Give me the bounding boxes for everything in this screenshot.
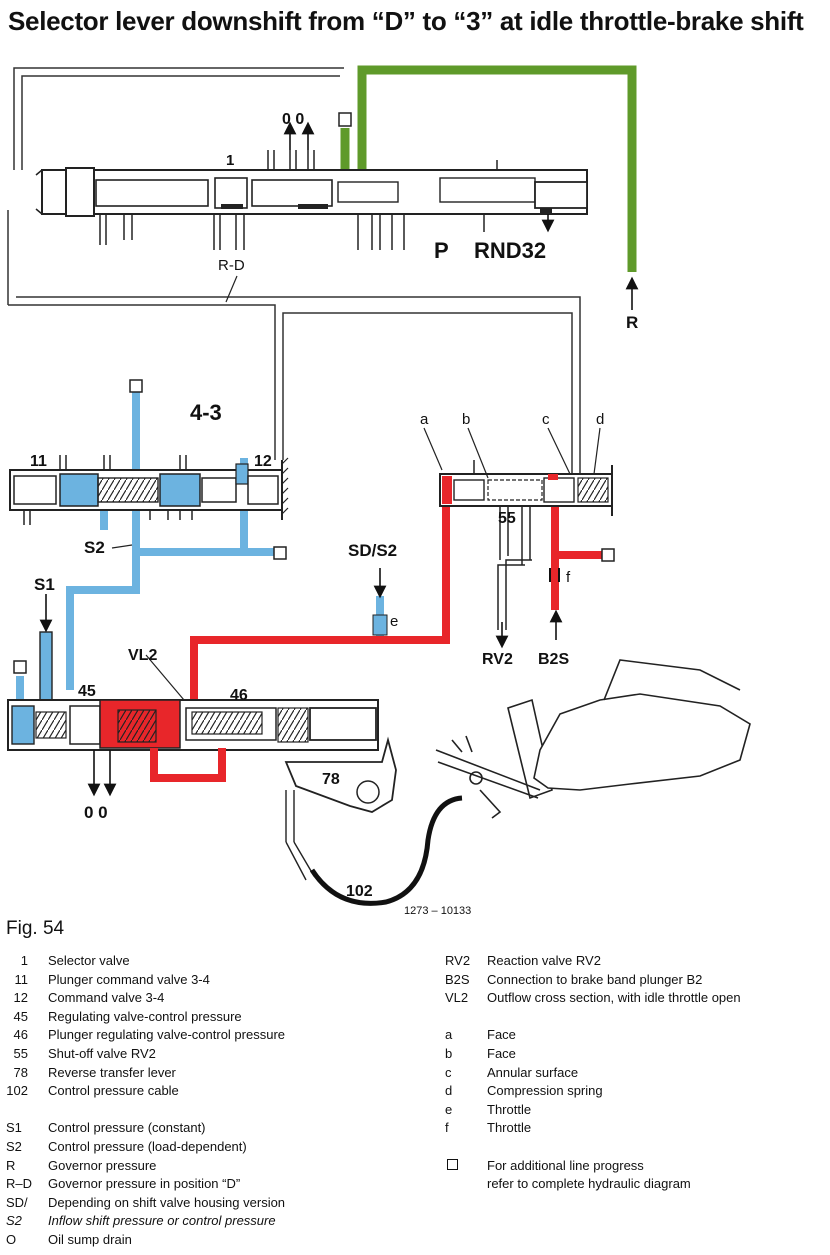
- selector-port-square: [338, 112, 352, 127]
- rd-circuit-lines: [7, 67, 581, 480]
- foot-icon: [533, 693, 751, 791]
- command-valve-4-3: [9, 455, 289, 525]
- label-45: 45: [78, 683, 96, 700]
- legend-note-row: refer to complete hydraulic diagram: [487, 1176, 691, 1192]
- label-s1: S1: [34, 575, 55, 594]
- label-11: 11: [30, 453, 47, 470]
- legend-note-row: For additional line progress: [445, 1157, 741, 1176]
- label-bottom-outlets: 0 0: [84, 803, 108, 822]
- label-c: c: [542, 411, 550, 428]
- s2-control-lines: [16, 392, 384, 700]
- hydraulic-diagram: R 1 0 0 P RND: [7, 65, 751, 915]
- label-valve-43: 4-3: [190, 400, 222, 425]
- label-part-no: 1273 – 10133: [404, 905, 471, 915]
- control-pressure-cable: [309, 795, 463, 906]
- square-marker-icon: [447, 1158, 458, 1170]
- legend-row: SD/Depending on shift valve housing vers…: [6, 1194, 286, 1210]
- label-position-p: P: [434, 238, 449, 263]
- label-a: a: [420, 411, 429, 428]
- label-sd-s2: SD/S2: [348, 541, 397, 560]
- label-d: d: [596, 411, 604, 428]
- throttle-e: [372, 614, 388, 636]
- regulating-valve: [7, 654, 379, 797]
- selector-valve: [35, 121, 588, 250]
- shutoff-valve-rv2: [423, 427, 613, 630]
- label-r: R: [626, 313, 638, 332]
- label-s2: S2: [84, 538, 105, 557]
- label-b: b: [462, 411, 470, 428]
- reverse-transfer-lever: [284, 736, 397, 881]
- red-pressure-lines: [190, 476, 604, 700]
- label-f: f: [566, 569, 571, 586]
- label-selector-valve: 1: [226, 152, 234, 169]
- label-rd: R-D: [218, 257, 245, 274]
- label-e: e: [390, 613, 398, 630]
- label-46: 46: [230, 687, 248, 704]
- label-positions-rnd32: RND32: [474, 238, 546, 263]
- label-selector-outlets: 0 0: [282, 111, 304, 128]
- label-12: 12: [254, 453, 272, 470]
- figure-label: Fig. 54: [6, 918, 65, 939]
- label-78: 78: [322, 771, 340, 788]
- label-55: 55: [498, 510, 516, 527]
- label-rv2: RV2: [482, 651, 513, 668]
- label-b2s: B2S: [538, 651, 569, 668]
- label-vl2: VL2: [128, 647, 157, 664]
- page-title: Selector lever downshift from “D” to “3”…: [8, 6, 804, 36]
- label-102: 102: [346, 883, 373, 900]
